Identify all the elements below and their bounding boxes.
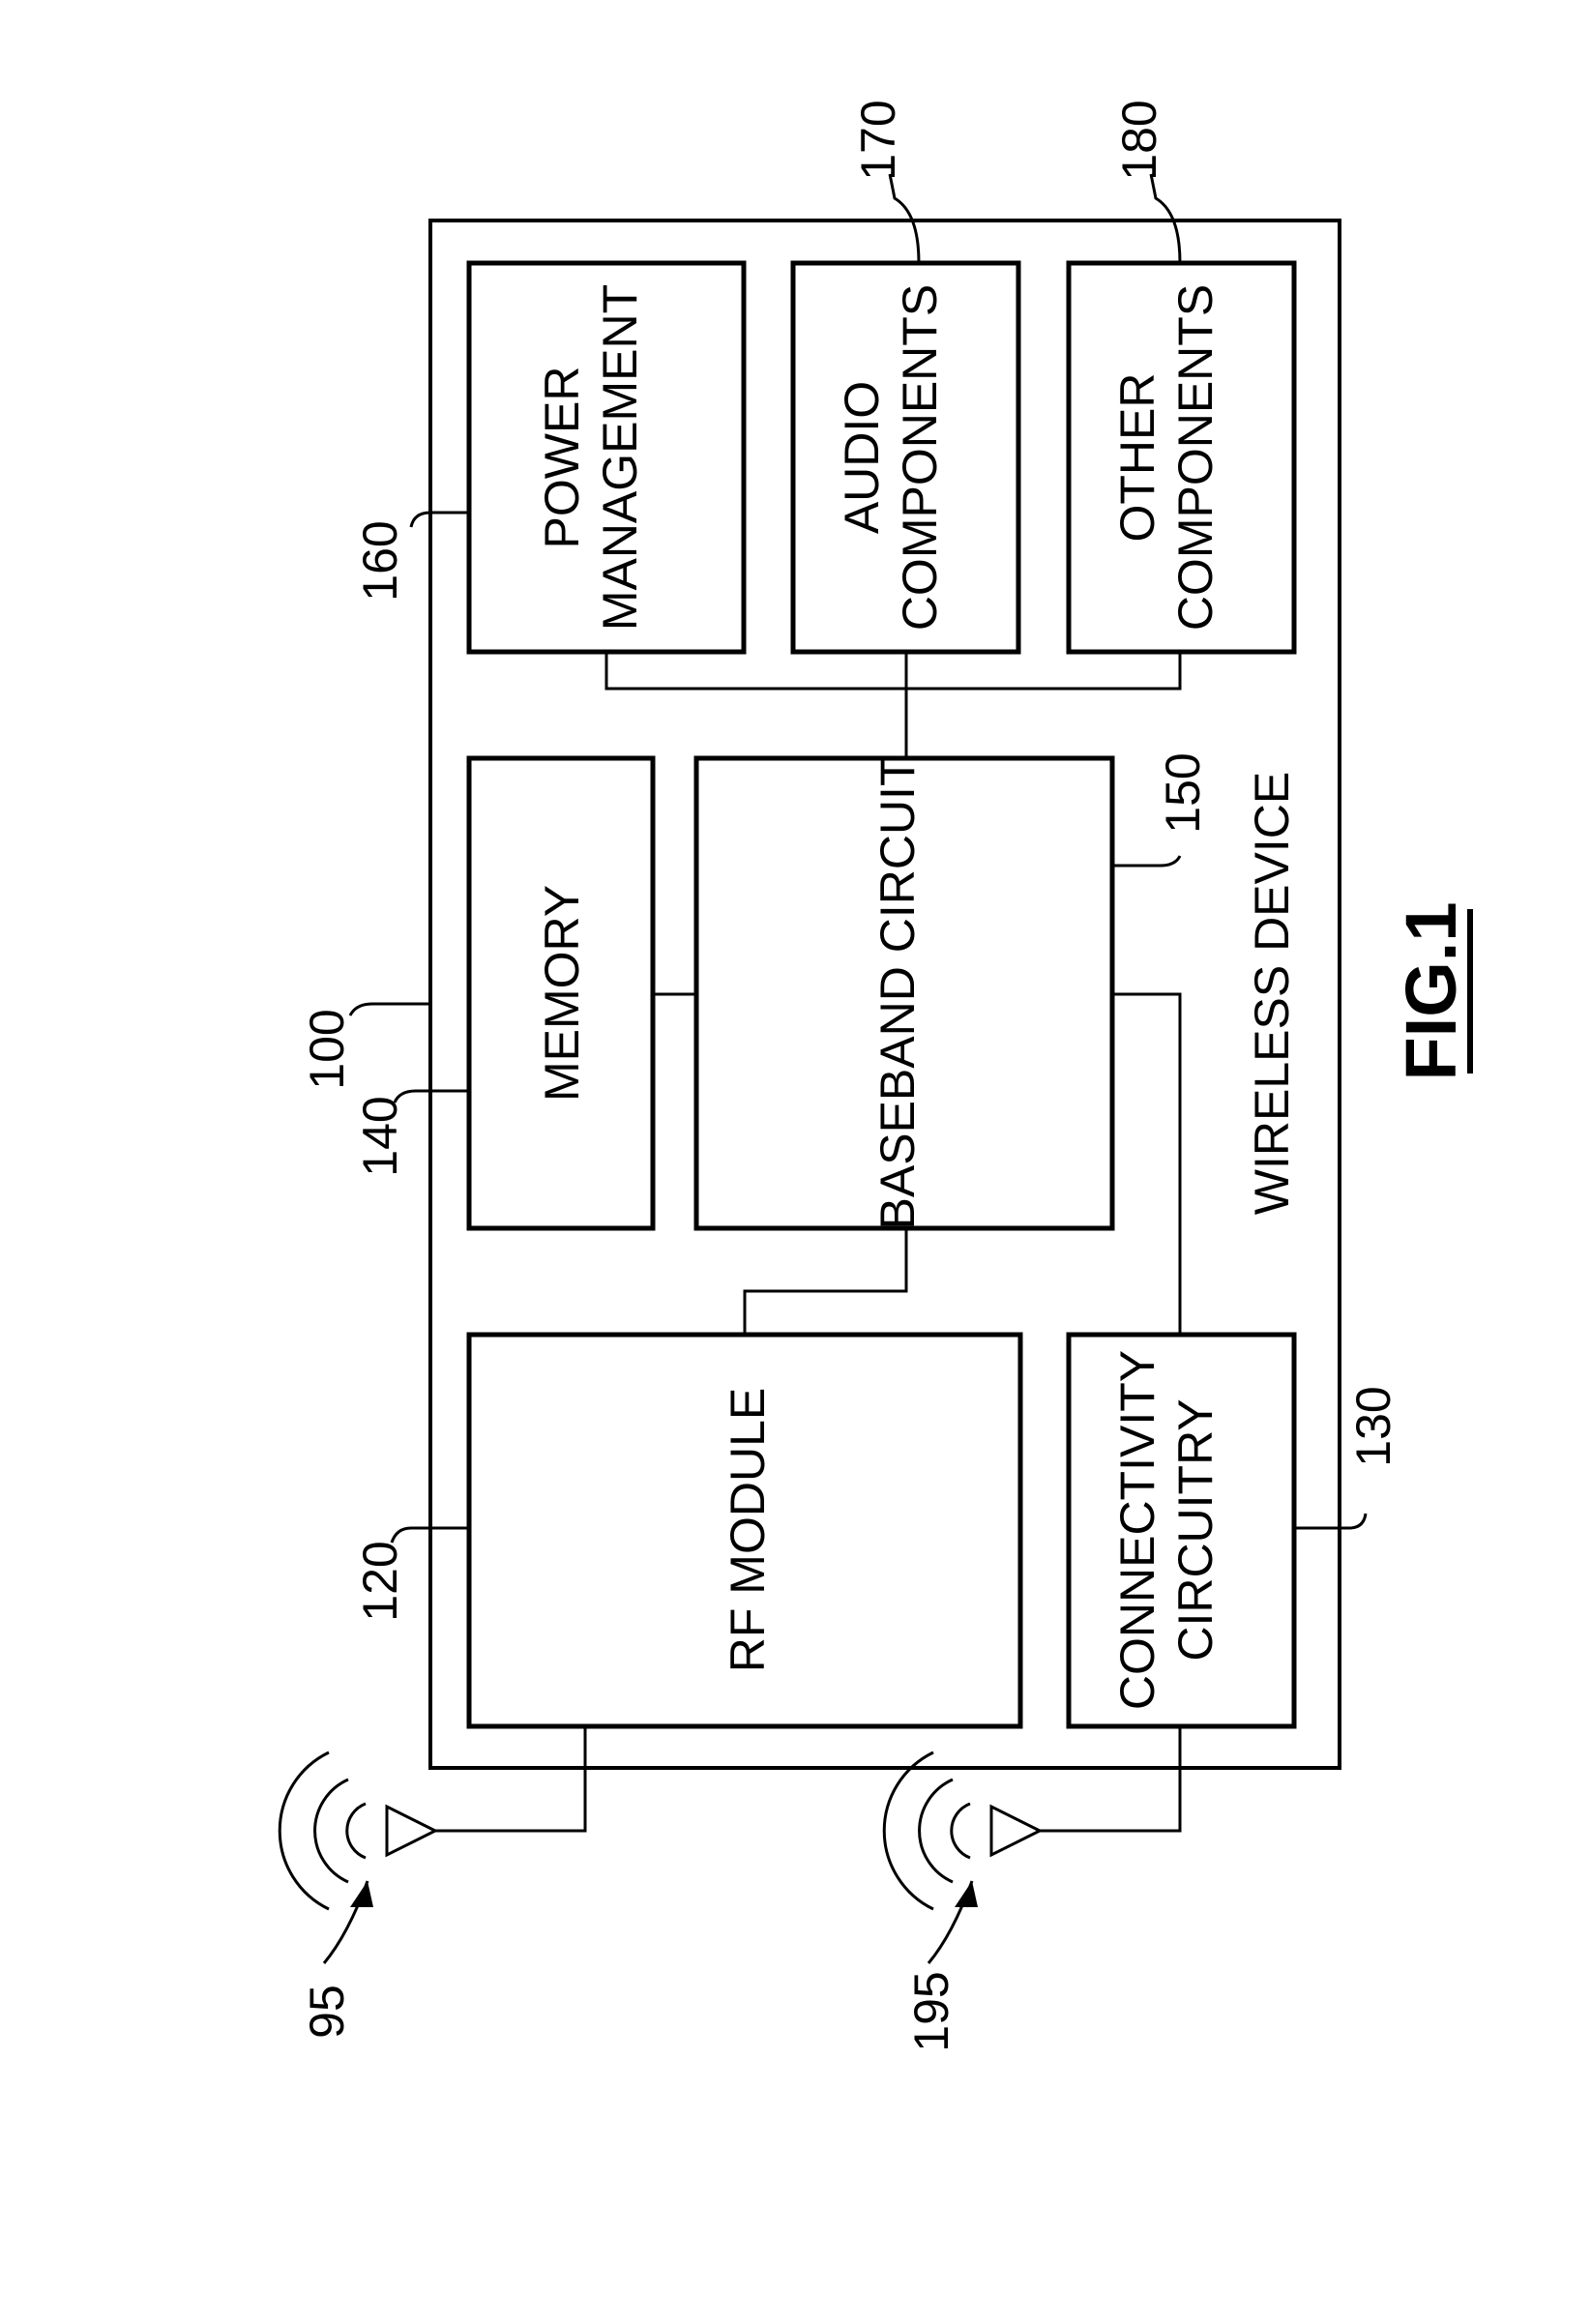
svg-text:120: 120 bbox=[353, 1541, 407, 1621]
power-management-label-line1: POWER bbox=[535, 367, 589, 549]
ref-140: 140 bbox=[353, 1091, 469, 1177]
ref-180: 180 bbox=[1112, 100, 1180, 263]
svg-text:140: 140 bbox=[353, 1096, 407, 1176]
audio-components-label-line1: AUDIO bbox=[835, 381, 889, 534]
ref-160: 160 bbox=[353, 513, 469, 602]
antenna-195-icon bbox=[884, 1726, 1180, 1909]
svg-text:160: 160 bbox=[353, 520, 407, 601]
figure-caption: FIG.1 bbox=[1391, 901, 1471, 1080]
ref-150: 150 bbox=[1112, 752, 1210, 866]
svg-text:180: 180 bbox=[1112, 100, 1166, 180]
ref-195: 195 bbox=[904, 1881, 978, 2052]
baseband-to-rf-wire bbox=[745, 1228, 906, 1335]
audio-components-label-line2: COMPONENTS bbox=[893, 284, 947, 631]
ref-95: 95 bbox=[300, 1881, 373, 2039]
connectivity-label-line2: CIRCUITRY bbox=[1168, 1398, 1223, 1661]
baseband-to-connectivity-wire bbox=[1112, 994, 1180, 1335]
svg-text:130: 130 bbox=[1346, 1386, 1400, 1466]
memory-label: MEMORY bbox=[535, 885, 589, 1102]
power-management-label-line2: MANAGEMENT bbox=[593, 284, 647, 631]
wireless-device-label: WIRELESS DEVICE bbox=[1245, 772, 1299, 1215]
other-components-label-line1: OTHER bbox=[1110, 373, 1164, 543]
connectivity-label-line1: CONNECTIVITY bbox=[1110, 1350, 1164, 1710]
antenna-95-icon bbox=[280, 1726, 585, 1909]
svg-text:100: 100 bbox=[300, 1009, 354, 1089]
ref-120: 120 bbox=[353, 1528, 469, 1622]
rf-module-label: RF MODULE bbox=[721, 1388, 775, 1672]
svg-text:150: 150 bbox=[1156, 752, 1210, 833]
components-bus-wire bbox=[606, 652, 1180, 689]
ref-130: 130 bbox=[1294, 1386, 1400, 1528]
svg-text:95: 95 bbox=[300, 1985, 354, 2039]
svg-text:195: 195 bbox=[904, 1971, 958, 2051]
baseband-circuit-label: BASEBAND CIRCUIT bbox=[870, 757, 925, 1230]
ref-100: 100 bbox=[300, 1004, 430, 1090]
other-components-label-line2: COMPONENTS bbox=[1168, 284, 1223, 631]
ref-170: 170 bbox=[851, 100, 919, 263]
svg-text:170: 170 bbox=[851, 100, 905, 180]
